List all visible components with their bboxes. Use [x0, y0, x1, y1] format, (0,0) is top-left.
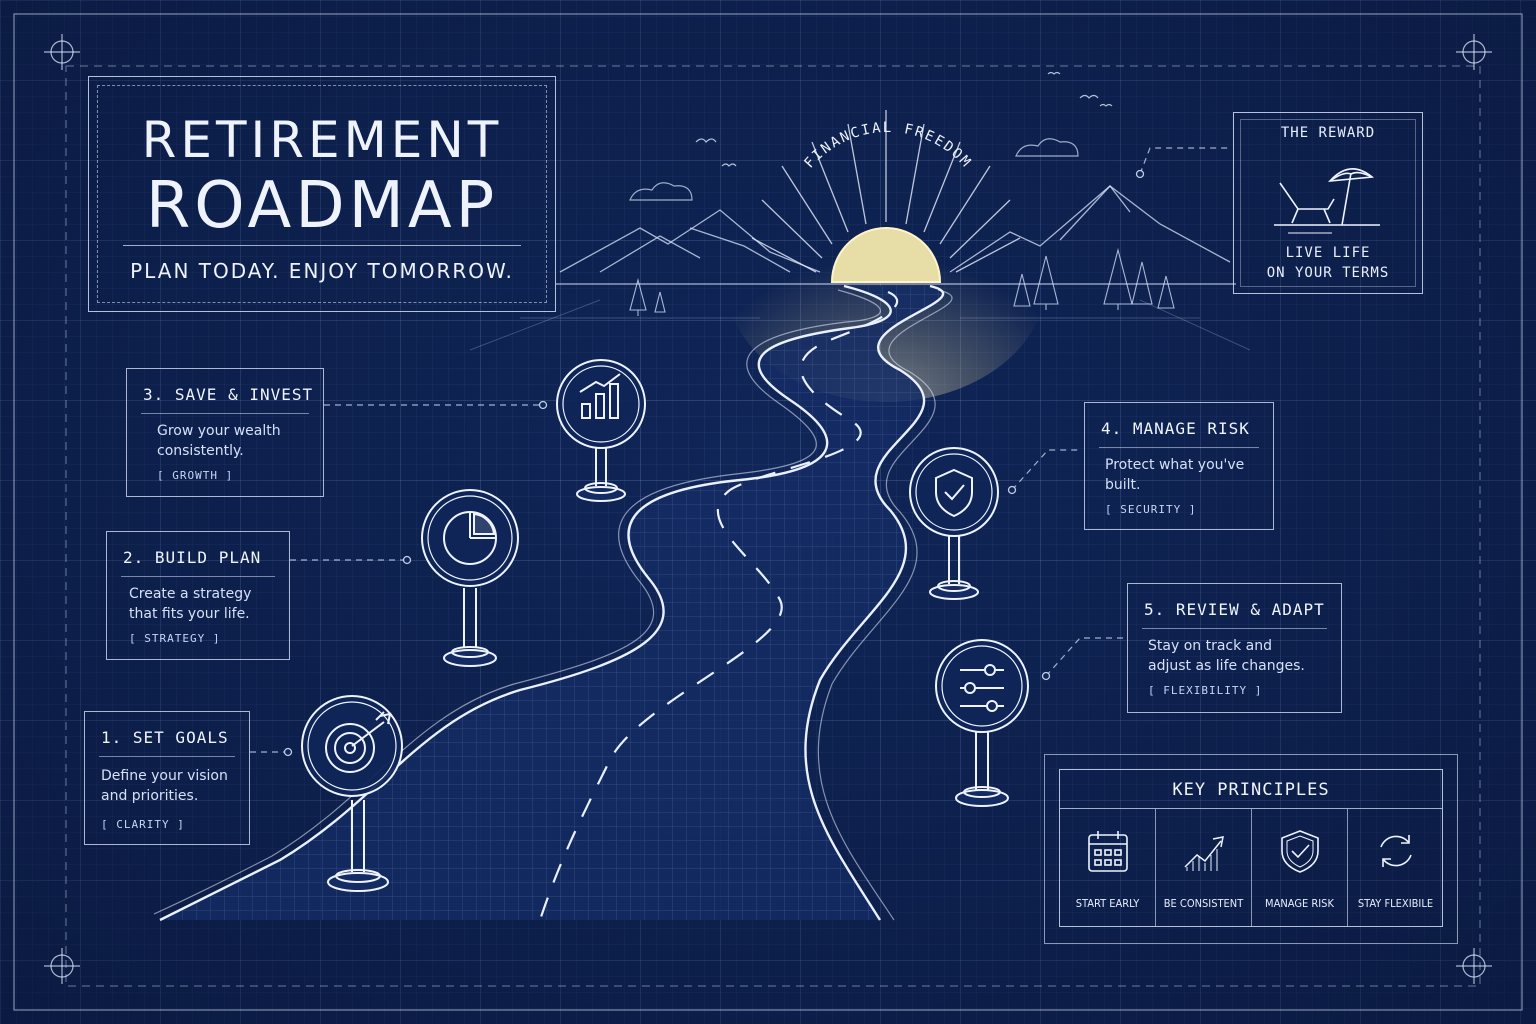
principle-label: START EARLY — [1075, 897, 1140, 910]
connector-dots — [283, 169, 1145, 757]
principle-stay-flexible: STAY FLEXIBILE — [1348, 809, 1443, 926]
trees — [629, 247, 1175, 316]
reward-line-2: ON YOUR TERMS — [1266, 265, 1390, 281]
connector-lines — [250, 147, 1232, 753]
shield-check-icon — [909, 447, 999, 600]
road — [153, 284, 953, 922]
title-panel: RETIREMENT ROADMAP PLAN TODAY. ENJOY TOM… — [88, 76, 556, 312]
pie-chart-icon — [421, 489, 519, 667]
step-tag: [ STRATEGY ] — [129, 632, 221, 645]
ground-lines — [469, 299, 1251, 351]
title-roadmap: ROADMAP — [145, 169, 499, 243]
title-inner-frame — [97, 85, 547, 303]
beach-chair-umbrella-icon — [1274, 168, 1380, 234]
step-heading: 3. SAVE & INVEST — [143, 385, 314, 404]
title-subtitle: PLAN TODAY. ENJOY TOMORROW. — [130, 259, 514, 283]
mountains — [556, 184, 1236, 285]
reward-inner-frame — [1240, 119, 1416, 287]
step-heading: 1. SET GOALS — [101, 728, 229, 747]
reward-panel: THE REWARD LIVE LIFE ON YOUR TERMS — [1233, 112, 1423, 294]
key-principles-panel: KEY PRINCIPLES START EARLY — [1044, 754, 1458, 944]
principle-be-consistent: BE CONSISTENT — [1156, 809, 1252, 926]
sliders-icon — [935, 639, 1029, 807]
bar-chart-icon — [556, 359, 646, 502]
shield-check-icon — [1281, 830, 1319, 873]
step-tag: [ FLEXIBILITY ] — [1148, 684, 1263, 697]
birds — [695, 71, 1113, 167]
clouds — [629, 138, 1079, 201]
step-tag: [ CLARITY ] — [101, 818, 185, 831]
crosshair-icon — [44, 34, 1492, 984]
title-divider — [123, 245, 521, 246]
step-divider — [99, 756, 235, 757]
step-tag: [ GROWTH ] — [157, 469, 234, 482]
reward-line-1: LIVE LIFE — [1285, 245, 1371, 261]
growth-chart-icon — [1184, 836, 1224, 871]
step-heading: 5. REVIEW & ADAPT — [1144, 600, 1325, 619]
step-divider — [121, 576, 275, 577]
principle-label: BE CONSISTENT — [1163, 897, 1244, 910]
principle-manage-risk: MANAGE RISK — [1252, 809, 1348, 926]
step-divider — [1099, 447, 1259, 448]
step-heading: 4. MANAGE RISK — [1101, 419, 1250, 438]
step-tag: [ SECURITY ] — [1105, 503, 1197, 516]
refresh-cycle-icon — [1380, 835, 1412, 867]
target-arrow-icon — [301, 695, 403, 892]
key-principles-divider — [1060, 808, 1442, 809]
title-retirement: RETIREMENT — [141, 111, 503, 169]
calendar-icon — [1088, 831, 1128, 872]
reward-heading: THE REWARD — [1280, 125, 1376, 141]
key-principles-table: KEY PRINCIPLES START EARLY — [1059, 769, 1443, 927]
principle-label: STAY FLEXIBILE — [1357, 897, 1434, 910]
step-heading: 2. BUILD PLAN — [123, 548, 262, 567]
principle-start-early: START EARLY — [1060, 809, 1156, 926]
step-divider — [1142, 628, 1327, 629]
step-divider — [141, 413, 309, 414]
inner-dashed-frame — [65, 65, 1481, 987]
principle-label: MANAGE RISK — [1265, 897, 1334, 910]
key-principles-title: KEY PRINCIPLES — [1172, 780, 1330, 800]
outer-frame — [13, 13, 1523, 1011]
